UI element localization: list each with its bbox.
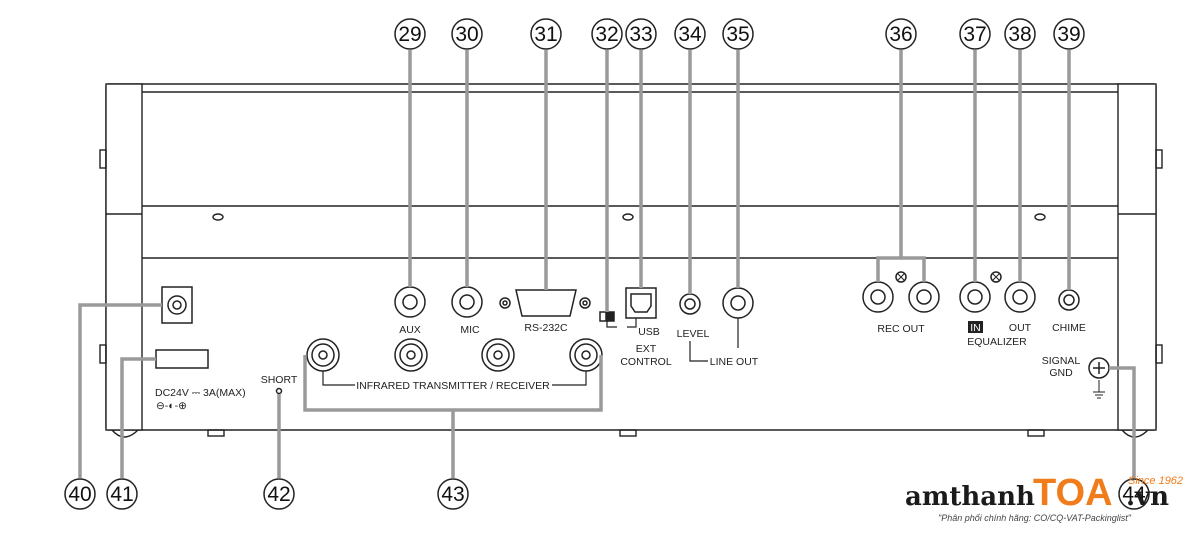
label-dc-rating: DC24V ⎓ 3A(MAX) <box>155 387 246 399</box>
short-pinhole <box>275 387 283 395</box>
infrared-jack-1 <box>306 338 340 372</box>
callout-43: 43 <box>437 478 469 510</box>
svg-text:41: 41 <box>110 483 133 506</box>
callout-41: 41 <box>106 478 138 510</box>
callout-39: 39 <box>1053 18 1085 50</box>
callout-29: 29 <box>394 18 426 50</box>
equalizer-out-jack <box>990 271 1036 313</box>
rs232c-port <box>499 289 591 317</box>
label-signal: SIGNAL <box>1042 355 1081 367</box>
watermark-logo: amthanh TOA .vn Since 1962 "Phân phối ch… <box>905 472 1183 523</box>
callouts: 29 30 31 32 33 34 35 36 37 38 39 40 41 4… <box>64 18 1150 510</box>
level-knob <box>679 293 701 315</box>
aux-jack <box>394 286 426 318</box>
svg-text:33: 33 <box>629 23 652 46</box>
svg-text:.vn: .vn <box>1126 482 1169 512</box>
bracket-lines <box>322 318 739 386</box>
svg-text:43: 43 <box>441 483 464 506</box>
label-aux: AUX <box>399 324 421 336</box>
device-body <box>99 83 1163 438</box>
label-eq-out: OUT <box>1009 322 1032 334</box>
callout-42: 42 <box>263 478 295 510</box>
infrared-jack-2 <box>394 338 428 372</box>
chime-jack <box>1058 289 1080 311</box>
svg-text:32: 32 <box>595 23 618 46</box>
svg-text:44: 44 <box>1122 483 1146 506</box>
callout-44: 44 <box>1118 478 1150 510</box>
cord-hook <box>155 349 209 369</box>
panel-labels: AUX MIC RS-232C USB EXT CONTROL LEVEL LI… <box>155 321 1086 412</box>
callout-36: 36 <box>885 18 917 50</box>
label-polarity: ⊖-◐-⊕ <box>156 400 187 412</box>
svg-text:39: 39 <box>1057 23 1080 46</box>
label-chime: CHIME <box>1052 322 1086 334</box>
label-level: LEVEL <box>677 328 710 340</box>
callout-32: 32 <box>591 18 623 50</box>
svg-text:"Phân phối chính hãng: CO/CQ-V: "Phân phối chính hãng: CO/CQ-VAT-Packing… <box>938 513 1132 523</box>
callout-33: 33 <box>625 18 657 50</box>
callout-31: 31 <box>530 18 562 50</box>
svg-text:34: 34 <box>678 23 702 46</box>
mic-jack <box>451 286 483 318</box>
svg-text:Since 1962: Since 1962 <box>1128 475 1183 487</box>
label-mic: MIC <box>460 324 480 336</box>
leader-lines <box>78 50 1136 478</box>
svg-text:TOA: TOA <box>1033 472 1113 514</box>
usb-port <box>625 287 657 319</box>
infrared-jack-4 <box>569 338 603 372</box>
svg-text:31: 31 <box>534 23 557 46</box>
svg-text:36: 36 <box>889 23 912 46</box>
svg-text:38: 38 <box>1008 23 1031 46</box>
callout-30: 30 <box>451 18 483 50</box>
label-rs232c: RS-232C <box>524 322 568 334</box>
callout-40: 40 <box>64 478 96 510</box>
label-usb: USB <box>638 326 660 338</box>
label-control: CONTROL <box>620 356 671 368</box>
infrared-jack-3 <box>481 338 515 372</box>
line-out-jack <box>722 287 754 319</box>
svg-text:42: 42 <box>267 483 290 506</box>
label-rec-out: REC OUT <box>877 323 925 335</box>
equalizer-in-jack <box>959 281 991 313</box>
svg-text:37: 37 <box>963 23 986 46</box>
dc-power-jack <box>161 286 193 324</box>
eq-in-badge <box>968 321 983 333</box>
callout-38: 38 <box>1004 18 1036 50</box>
svg-text:35: 35 <box>726 23 749 46</box>
rec-out-jacks <box>862 271 940 313</box>
label-infrared: INFRARED TRANSMITTER / RECEIVER <box>356 380 550 392</box>
callout-37: 37 <box>959 18 991 50</box>
svg-text:29: 29 <box>398 23 421 46</box>
label-gnd: GND <box>1049 367 1073 379</box>
ext-control-switch <box>599 311 615 322</box>
label-eq-in: IN <box>970 322 981 334</box>
label-ext: EXT <box>636 343 657 355</box>
connectors <box>155 271 1110 399</box>
svg-text:amthanh: amthanh <box>905 482 1035 512</box>
label-short: SHORT <box>261 374 298 386</box>
signal-gnd-terminal <box>1088 357 1110 399</box>
svg-text:40: 40 <box>68 483 91 506</box>
label-equalizer: EQUALIZER <box>967 336 1027 348</box>
callout-35: 35 <box>722 18 754 50</box>
svg-text:30: 30 <box>455 23 478 46</box>
callout-34: 34 <box>674 18 706 50</box>
label-line-out: LINE OUT <box>710 356 759 368</box>
